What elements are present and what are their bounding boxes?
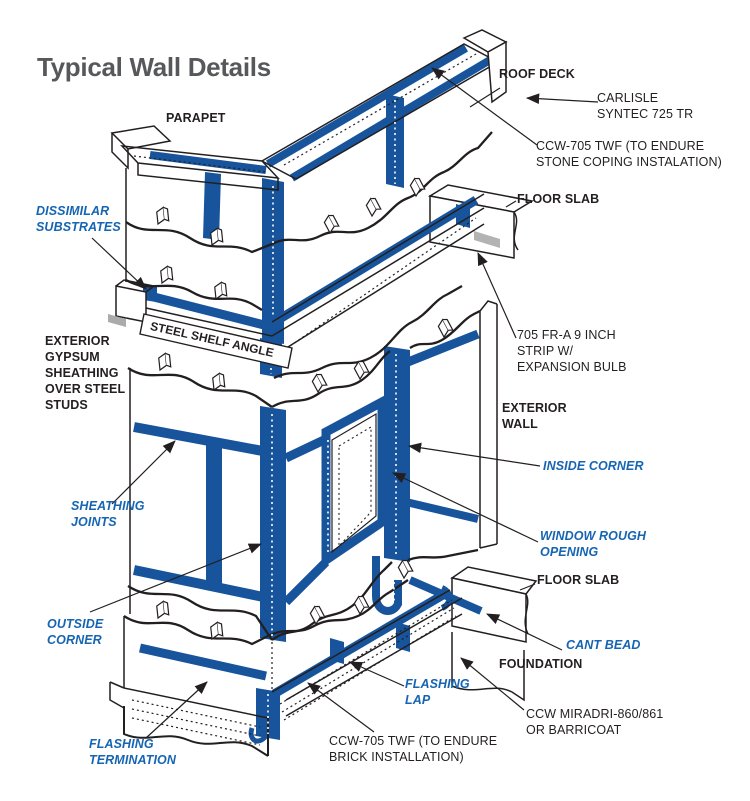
- dissimilar-substrates-label: DISSIMILAR SUBSTRATES: [36, 204, 121, 234]
- leader-floor-slab-lower: [519, 583, 536, 591]
- parapet-label: PARAPET: [166, 111, 226, 125]
- exterior-wall-label: EXTERIOR WALL: [502, 401, 567, 431]
- floor-slab-lower-shape: [450, 566, 538, 643]
- steel-shelf-angle-box: [139, 313, 293, 369]
- leader-flashing-termination: [145, 681, 208, 739]
- leader-fr-strip: [477, 252, 517, 339]
- window-rough-opening-frame: [321, 394, 387, 569]
- window-opening-inner: [331, 412, 377, 554]
- sheathing-joints-label: SHEATHING JOINTS: [71, 499, 145, 529]
- exterior-wall-panel: [479, 300, 498, 549]
- ccw-stone-label: CCW-705 TWF (TO ENDURE STONE COPING INST…: [536, 139, 722, 169]
- leader-window-rough: [392, 472, 539, 543]
- page-title: Typical Wall Details: [37, 52, 271, 82]
- cant-bead-strip: [408, 576, 483, 615]
- leader-roof-deck: [469, 87, 501, 108]
- ccw-brick-label: CCW-705 TWF (TO ENDURE BRICK INSTALLATIO…: [329, 734, 498, 764]
- floor-slab-upper-label: FLOOR SLAB: [517, 192, 600, 206]
- leader-ccw-brick: [307, 682, 375, 733]
- leader-flashing-lap: [349, 661, 405, 687]
- fr-strip-label: 705 FR-A 9 INCH STRIP W/ EXPANSION BULB: [517, 328, 627, 374]
- exterior-gypsum-label: EXTERIOR GYPSUM SHEATHING OVER STEEL STU…: [45, 334, 126, 412]
- foundation-block-right-shape: [451, 632, 525, 702]
- leader-cant-bead: [486, 613, 563, 651]
- fr-strip-shape: [474, 231, 500, 248]
- floor-slab-lower-label: FLOOR SLAB: [537, 573, 620, 587]
- outside-corner-label: OUTSIDE CORNER: [47, 617, 104, 647]
- roof-deck-label: ROOF DECK: [499, 67, 575, 81]
- leader-floor-slab-upper: [505, 200, 517, 208]
- leader-ccw-stone: [431, 67, 538, 146]
- inside-corner-label: INSIDE CORNER: [543, 459, 644, 473]
- parapet-group: [110, 29, 508, 311]
- ccw-miradri-label: CCW MIRADRI-860/861 OR BARRICOAT: [526, 707, 664, 737]
- flashing-lap-label: FLASHING LAP: [405, 677, 470, 707]
- leader-dissimilar: [91, 237, 147, 290]
- flashing-strips: [132, 44, 493, 744]
- leader-lines: [89, 67, 599, 739]
- leader-inside-corner: [407, 442, 541, 467]
- foundation-label: FOUNDATION: [499, 657, 583, 671]
- flashing-dotted-centerlines: [267, 100, 397, 734]
- leader-outside-corner: [89, 543, 262, 613]
- leader-miradri: [460, 657, 525, 711]
- flashing-termination-label: FLASHING TERMINATION: [89, 737, 176, 767]
- cant-bead-label: CANT BEAD: [566, 638, 641, 652]
- window-rough-opening-label: WINDOW ROUGH OPENING: [540, 529, 647, 559]
- leader-carlisle: [525, 93, 599, 104]
- gray-strips: [108, 231, 500, 327]
- leader-sheathing-joints: [111, 440, 176, 505]
- dotted-detail-lines: [131, 53, 477, 746]
- carlisle-label: CARLISLE SYNTEC 725 TR: [597, 91, 694, 121]
- main-wall-group: [127, 300, 498, 641]
